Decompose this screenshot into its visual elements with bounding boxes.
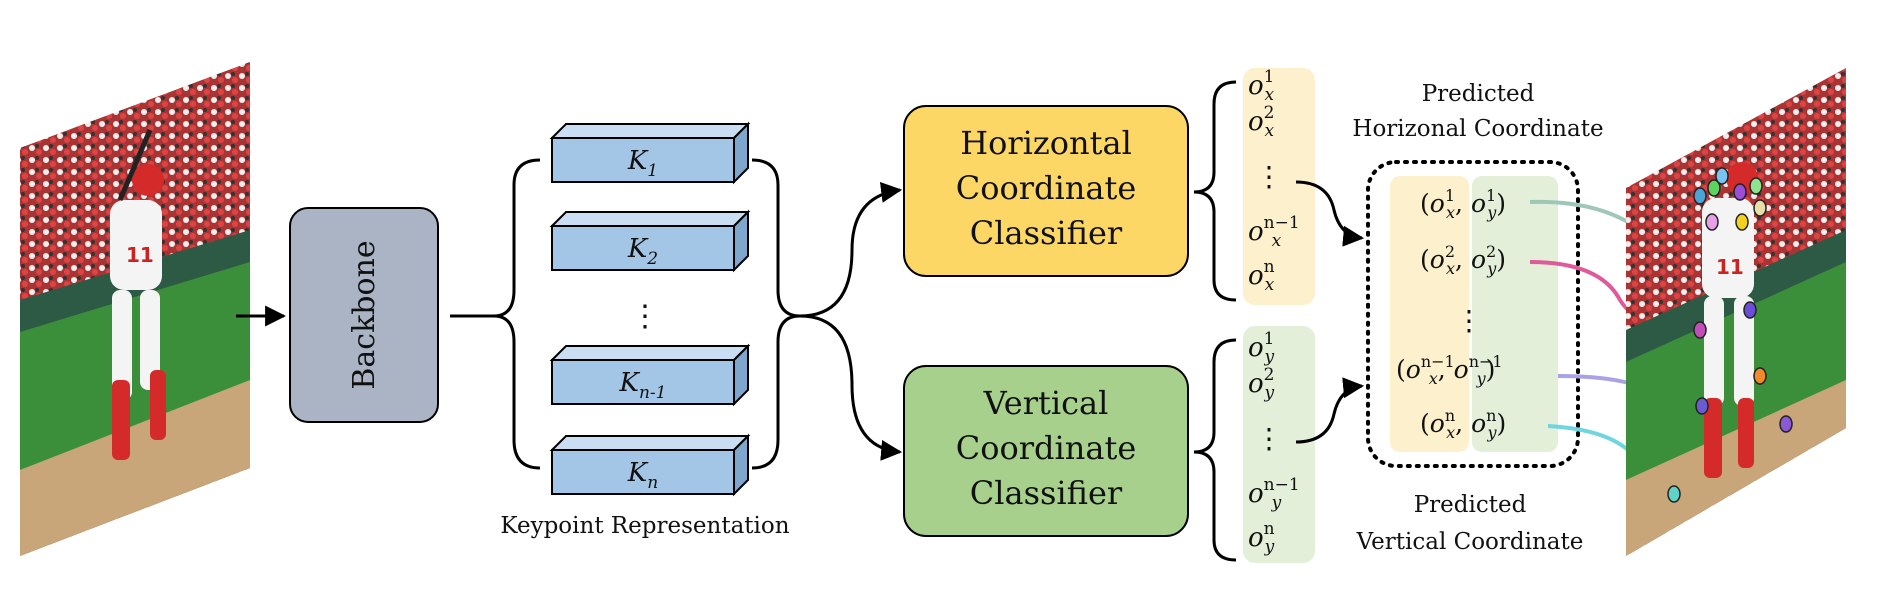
player-figure-icon: 11 [110, 129, 166, 460]
backbone-label: Backbone [347, 240, 382, 389]
keypoint-label: Kn [627, 458, 658, 493]
keypoint-caption: Keypoint Representation [500, 513, 789, 539]
keypoint-label: K2 [627, 234, 658, 269]
horizontal-classifier-line-3: Classifier [970, 214, 1123, 252]
keypoint-block-3: Kn-1 [549, 343, 751, 407]
horizontal-classifier: Horizontal Coordinate Classifier [903, 105, 1189, 277]
keypoint-dots [1667, 167, 1793, 503]
keypoint-right-brace [751, 158, 801, 470]
predicted-h-line-2: Horizonal Coordinate [1352, 116, 1603, 142]
pair-ellipsis: ⋮ [1455, 304, 1483, 337]
predicted-h-line-1: Predicted [1422, 81, 1535, 107]
keypoint-block-1: K1 [549, 121, 751, 185]
x-output-ellipsis: ⋮ [1255, 160, 1283, 193]
predicted-v-line-1: Predicted [1414, 492, 1527, 518]
svg-text:11: 11 [1716, 255, 1744, 279]
output-image: 11 [1626, 68, 1846, 556]
keypoint-label: Kn-1 [619, 368, 667, 403]
vertical-classifier: Vertical Coordinate Classifier [903, 365, 1189, 537]
predicted-v-line-2: Vertical Coordinate [1356, 529, 1584, 555]
vertical-classifier-line-1: Vertical [983, 384, 1109, 422]
vertical-classifier-line-3: Classifier [970, 474, 1123, 512]
y-output-column [1243, 326, 1315, 563]
y-output-brace [1193, 338, 1237, 562]
horizontal-classifier-line-2: Coordinate [956, 169, 1137, 207]
x-output-brace [1193, 80, 1237, 302]
keypoint-label: K1 [627, 146, 658, 181]
keypoint-block-4: Kn [549, 433, 751, 497]
x-output-column [1243, 68, 1315, 305]
y-output-ellipsis: ⋮ [1255, 422, 1283, 455]
svg-text:11: 11 [126, 243, 154, 267]
vertical-classifier-line-2: Coordinate [956, 429, 1137, 467]
keypoint-ellipsis: ⋮ [630, 299, 660, 334]
keypoint-left-brace [493, 158, 541, 470]
coordinate-pair-box [1366, 160, 1580, 468]
input-image: 11 [20, 62, 250, 556]
backbone-block: Backbone [289, 207, 439, 423]
keypoint-block-2: K2 [549, 209, 751, 273]
horizontal-classifier-line-1: Horizontal [960, 124, 1132, 162]
